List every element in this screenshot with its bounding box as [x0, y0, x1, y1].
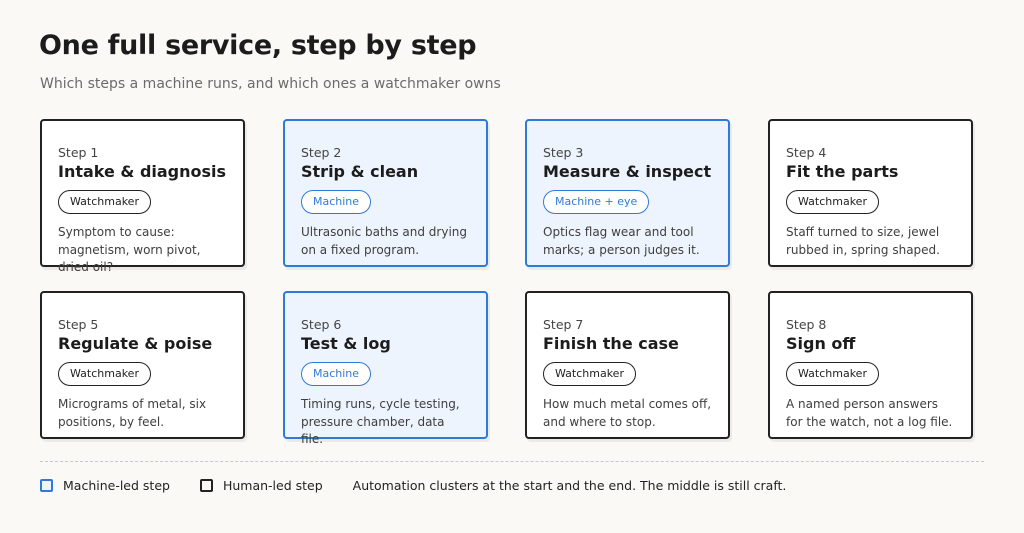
page-subtitle: Which steps a machine runs, and which on…: [40, 76, 501, 92]
page-title: One full service, step by step: [39, 30, 477, 61]
legend-divider: [40, 461, 984, 462]
legend-note: Automation clusters at the start and the…: [352, 478, 787, 493]
step-card-6: Step 6 Test & log Machine Timing runs, c…: [283, 291, 488, 446]
step-description: Optics flag wear and tool marks; a perso…: [543, 225, 700, 257]
step-title: Regulate & poise: [58, 334, 213, 353]
step-card-5: Step 5 Regulate & poise Watchmaker Micro…: [40, 291, 245, 439]
step-card-8: Step 8 Sign off Watchmaker A named perso…: [768, 291, 973, 439]
role-badge: Machine: [301, 362, 372, 386]
step-title: Finish the case: [543, 334, 679, 353]
step-number: Step 1: [58, 145, 99, 160]
legend-item-machine: Machine-led step: [40, 478, 170, 493]
step-number: Step 2: [301, 145, 342, 160]
step-card-4: Step 4 Fit the parts Watchmaker Staff tu…: [768, 119, 973, 267]
step-number: Step 6: [301, 317, 342, 332]
step-number: Step 3: [543, 145, 584, 160]
step-description: Symptom to cause: magnetism, worn pivot,…: [58, 225, 201, 274]
legend-label: Machine-led step: [63, 478, 170, 493]
step-card-2: Step 2 Strip & clean Machine Ultrasonic …: [283, 119, 488, 267]
step-description: Micrograms of metal, six positions, by f…: [58, 397, 207, 429]
step-title: Measure & inspect: [543, 162, 712, 181]
role-badge: Watchmaker: [786, 190, 879, 214]
step-description: A named person answers for the watch, no…: [786, 397, 953, 429]
human-swatch-icon: [199, 479, 213, 492]
role-badge: Watchmaker: [543, 362, 636, 386]
step-number: Step 5: [58, 317, 99, 332]
step-description: Ultrasonic baths and drying on a fixed p…: [301, 225, 468, 257]
step-number: Step 8: [786, 317, 827, 332]
step-title: Strip & clean: [301, 162, 419, 181]
step-description: Timing runs, cycle testing, pressure cha…: [301, 397, 460, 446]
step-number: Step 4: [786, 145, 827, 160]
step-description: How much metal comes off, and where to s…: [543, 397, 712, 429]
legend-label: Human-led step: [222, 478, 323, 493]
machine-swatch-icon: [40, 479, 53, 492]
role-badge: Machine: [301, 190, 372, 214]
step-title: Test & log: [301, 334, 391, 353]
legend-item-human: Human-led step: [199, 478, 323, 493]
step-title: Sign off: [786, 334, 856, 353]
step-description: Staff turned to size, jewel rubbed in, s…: [786, 225, 940, 257]
role-badge: Watchmaker: [58, 190, 151, 214]
step-card-1: Step 1 Intake & diagnosis Watchmaker Sym…: [40, 119, 245, 274]
role-badge: Machine + eye: [543, 190, 650, 214]
role-badge: Watchmaker: [58, 362, 151, 386]
step-number: Step 7: [543, 317, 584, 332]
legend: Machine-led step Human-led step Automati…: [40, 478, 786, 493]
step-card-7: Step 7 Finish the case Watchmaker How mu…: [525, 291, 730, 439]
step-title: Intake & diagnosis: [58, 162, 227, 181]
role-badge: Watchmaker: [786, 362, 879, 386]
step-card-3: Step 3 Measure & inspect Machine + eye O…: [525, 119, 730, 267]
step-title: Fit the parts: [786, 162, 899, 181]
